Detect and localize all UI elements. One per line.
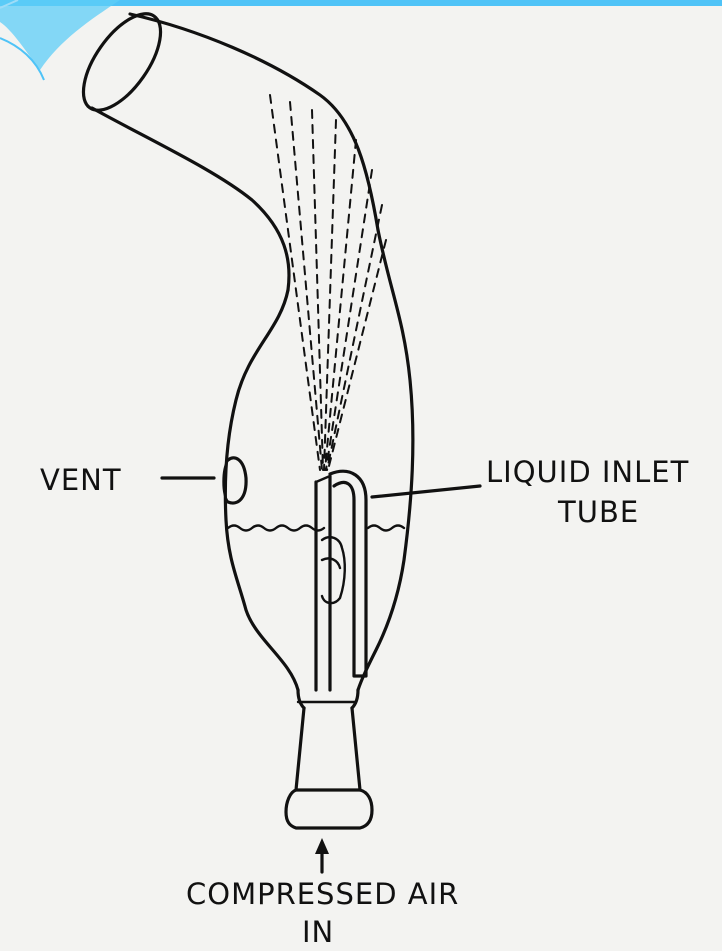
- vent-label: VENT: [40, 463, 122, 497]
- liquid-inlet-tube: [316, 471, 366, 690]
- liquid-inlet-label-line1: LIQUID INLET: [486, 455, 689, 489]
- compressed-air-label-line1: COMPRESSED AIR: [186, 877, 459, 911]
- compressed-air-arrow: [315, 838, 329, 872]
- liquid-inlet-label-line2: TUBE: [557, 495, 639, 529]
- slide-accent-decoration: [0, 0, 722, 80]
- compressed-air-label-line2: IN: [302, 915, 334, 949]
- liquid-inlet-leader-line: [372, 486, 480, 497]
- air-inlet-connector: [286, 690, 372, 828]
